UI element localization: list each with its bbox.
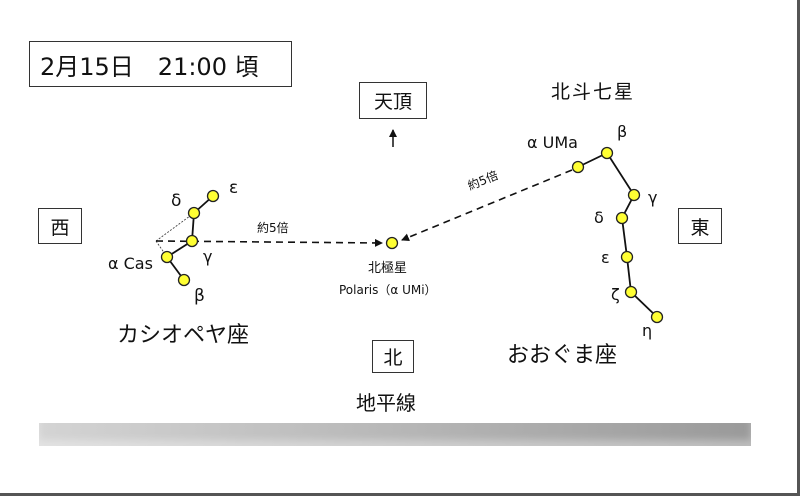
cas-gamma-label: γ	[203, 247, 213, 266]
big-dipper-name: 北斗七星	[551, 81, 636, 103]
star-icon	[650, 310, 664, 324]
uma-eta-label: η	[642, 321, 653, 340]
star-icon	[615, 211, 629, 225]
cas-guide-label: 約5倍	[257, 221, 289, 235]
north-label: 北	[383, 347, 403, 369]
cassiopeia-construction-lines	[155, 212, 195, 258]
uma-epsilon-label: ε	[601, 248, 610, 267]
ursa-major-name: おおぐま座	[507, 343, 618, 368]
star-icon	[600, 146, 614, 160]
star-icon	[627, 188, 641, 202]
datetime-text: 2月15日 21:00 頃	[40, 52, 259, 81]
horizon-label: 地平線	[356, 391, 416, 415]
cas-alpha-label: α Cas	[108, 254, 153, 273]
cassiopeia-stars	[160, 189, 220, 287]
uma-gamma-label: γ	[648, 188, 658, 207]
west-box: 西	[38, 208, 82, 244]
star-icon	[160, 250, 174, 264]
uma-delta-label: δ	[594, 208, 604, 227]
uma-alpha-label: α UMa	[527, 133, 578, 152]
star-icon	[177, 273, 191, 287]
zenith-box: 天頂	[359, 82, 427, 119]
star-icon	[206, 189, 220, 203]
polaris-name: 北極星	[368, 261, 408, 276]
horizon-bar	[39, 423, 751, 446]
polaris-star-icon	[385, 236, 399, 250]
west-label: 西	[50, 216, 70, 239]
star-icon	[187, 206, 201, 220]
big-dipper-stars	[571, 146, 664, 324]
cas-beta-label: β	[194, 286, 205, 306]
big-dipper-guide-arrow	[401, 169, 573, 242]
star-icon	[571, 160, 585, 174]
cas-delta-label: δ	[171, 191, 182, 211]
star-icon	[185, 234, 199, 248]
east-label: 東	[690, 216, 710, 239]
uma-beta-label: β	[617, 122, 628, 141]
east-box: 東	[678, 208, 722, 244]
cas-epsilon-label: ε	[229, 178, 239, 198]
star-icon	[624, 285, 638, 299]
north-box: 北	[372, 340, 414, 373]
cassiopeia-name: カシオペヤ座	[117, 323, 250, 348]
star-icon	[620, 250, 634, 264]
datetime-box: 2月15日 21:00 頃	[29, 41, 292, 87]
uma-zeta-label: ζ	[611, 285, 620, 304]
polaris-subname: Polaris（α UMi）	[339, 283, 437, 297]
zenith-label: 天頂	[373, 91, 412, 113]
